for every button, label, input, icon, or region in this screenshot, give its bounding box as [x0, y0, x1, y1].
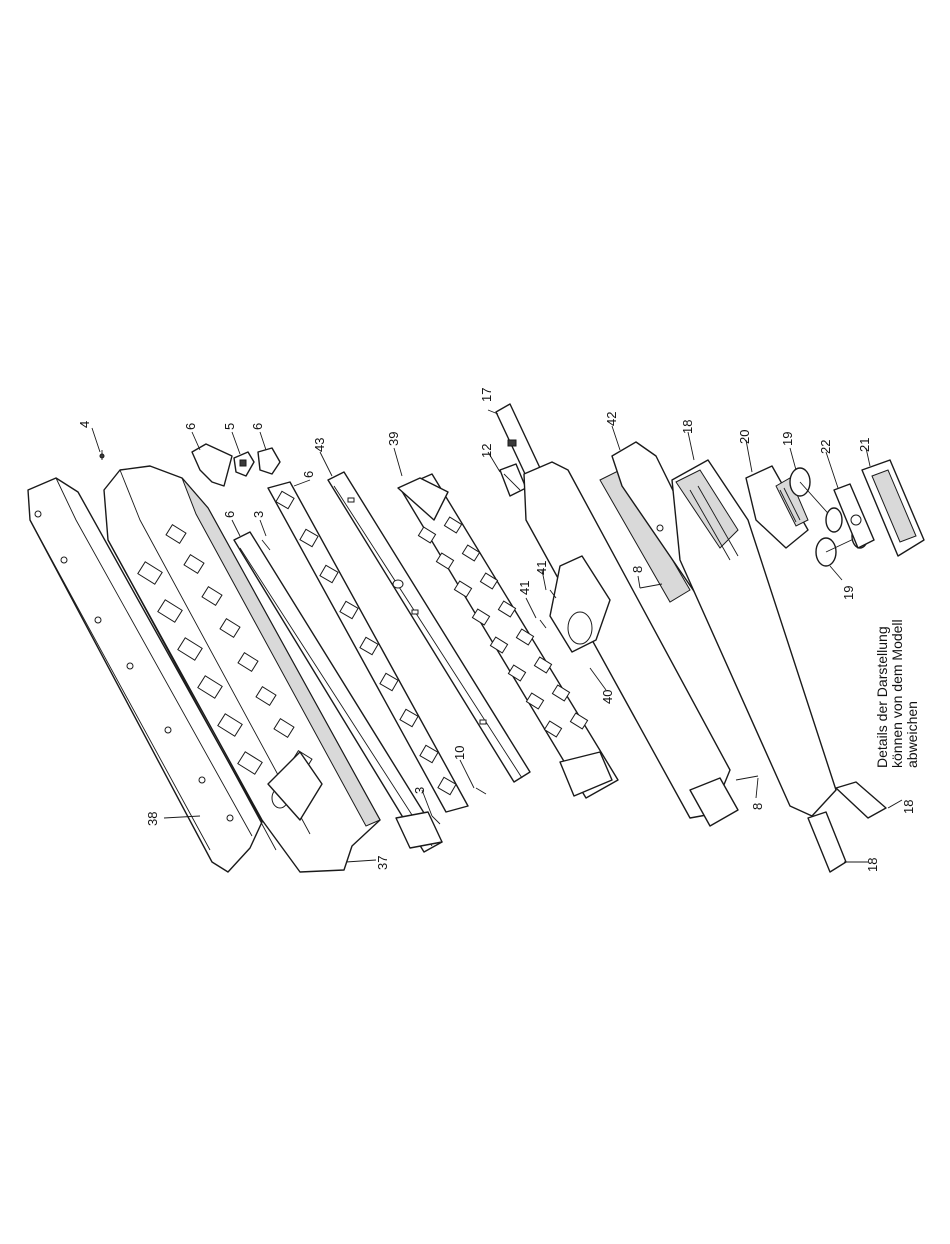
callout-6: 6: [222, 511, 237, 518]
callout-22: 22: [818, 440, 833, 454]
callout-21: 21: [857, 438, 872, 452]
callout-41: 41: [534, 561, 549, 575]
callout-6: 6: [183, 423, 198, 430]
part-18-coupler-right: [836, 782, 886, 818]
callout-18: 18: [901, 800, 916, 814]
callout-41: 41: [517, 581, 532, 595]
part-6-light-piece: [258, 448, 280, 474]
callout-6: 6: [250, 423, 265, 430]
callout-8: 8: [750, 803, 765, 810]
note-line-1: Details der Darstellung: [874, 626, 890, 768]
callout-18: 18: [865, 858, 880, 872]
callout-37: 37: [375, 856, 390, 870]
callout-3: 3: [412, 787, 427, 794]
callout-38: 38: [145, 812, 160, 826]
note-line-2: können von dem Modell: [889, 619, 905, 768]
part-17-coupler-piece: [496, 404, 540, 476]
callout-18: 18: [680, 420, 695, 434]
callout-19: 19: [780, 432, 795, 446]
callout-42: 42: [604, 412, 619, 426]
callout-19: 19: [841, 586, 856, 600]
part-6-window-insert-top: [192, 444, 232, 486]
disclaimer-note: Details der Darstellung können von dem M…: [874, 619, 920, 768]
callout-40: 40: [600, 690, 615, 704]
callout-10: 10: [452, 746, 467, 760]
note-line-3: abweichen: [904, 701, 920, 768]
callout-43: 43: [312, 438, 327, 452]
callout-20: 20: [737, 430, 752, 444]
callout-6: 6: [301, 471, 316, 478]
callout-5: 5: [222, 423, 237, 430]
part-5-headlight: [234, 452, 254, 476]
callout-8: 8: [630, 566, 645, 573]
callout-39: 39: [386, 432, 401, 446]
callout-12: 12: [479, 444, 494, 458]
callout-17: 17: [479, 388, 494, 402]
callout-4: 4: [77, 421, 92, 428]
part-18-coupler-left: [808, 812, 846, 872]
callout-3: 3: [251, 511, 266, 518]
